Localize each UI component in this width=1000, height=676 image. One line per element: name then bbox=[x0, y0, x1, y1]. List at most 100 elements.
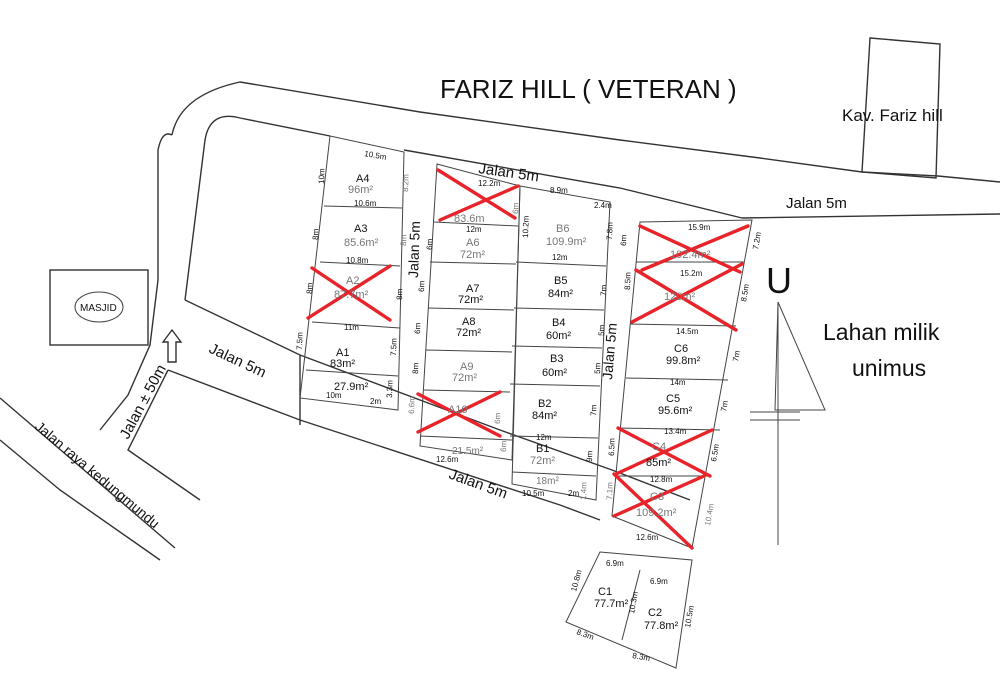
lot-id: A2 bbox=[346, 275, 359, 287]
lot-id: B2 bbox=[538, 398, 551, 410]
masjid-icon bbox=[74, 291, 124, 323]
dimension-label: 8.2m bbox=[401, 174, 411, 192]
lot-id: B6 bbox=[556, 223, 569, 235]
dimension-label: 8m bbox=[305, 282, 314, 294]
dimension-label: 7m bbox=[599, 284, 608, 296]
dimension-label: 6.5m bbox=[607, 438, 617, 456]
lot-id: A6 bbox=[466, 237, 479, 249]
lot-area: 95.6m² bbox=[658, 405, 693, 417]
dimension-label: 7m bbox=[731, 350, 742, 363]
dimension-label: 13.4m bbox=[664, 427, 687, 436]
dimension-label: 6m bbox=[499, 440, 508, 452]
dimension-label: 6.6m bbox=[407, 396, 417, 414]
lot-area: 83.6m bbox=[454, 213, 485, 225]
dimension-label: 9m bbox=[585, 450, 594, 462]
dimension-label: 15.2m bbox=[680, 269, 703, 278]
dimension-labels: 10.5m 10m 10.6m 8m 10.8m 8m 11m 7.5m 10m… bbox=[295, 149, 763, 663]
dimension-label: 7.5m bbox=[295, 332, 305, 350]
lot-area: 109.2m² bbox=[636, 507, 677, 519]
dimension-label: 10.8m bbox=[346, 256, 369, 265]
road-left-label: Jalan 5m bbox=[206, 340, 268, 381]
adjacent-land-label-1: Lahan milik bbox=[823, 319, 940, 345]
north-label: U bbox=[766, 260, 792, 301]
lot-area: 99.8m² bbox=[666, 355, 701, 367]
lot-id: A9 bbox=[460, 361, 473, 373]
dimension-label: 12m bbox=[552, 253, 568, 262]
dimension-label: 5m bbox=[597, 324, 606, 336]
dimension-label: 10.5m bbox=[522, 489, 545, 498]
lot-id: B4 bbox=[552, 317, 565, 329]
dimension-label: 14.5m bbox=[676, 327, 699, 336]
dimension-label: 3.3m bbox=[385, 380, 395, 398]
dimension-label: 10m bbox=[317, 168, 327, 184]
dimension-label: 12m bbox=[466, 225, 482, 234]
masjid-plot bbox=[49, 269, 149, 346]
lot-area: 96m² bbox=[348, 184, 373, 196]
dimension-label: 7.2m bbox=[751, 231, 763, 250]
adjacent-land-label-2: unimus bbox=[852, 355, 926, 381]
block-c bbox=[611, 219, 753, 549]
lot-area: 72m² bbox=[530, 455, 555, 467]
lot-id: B3 bbox=[550, 353, 563, 365]
dimension-label: 10.5m bbox=[364, 149, 388, 162]
dimension-label: 6m bbox=[493, 412, 502, 424]
dimension-label: 8m bbox=[395, 288, 404, 300]
dimension-label: 11m bbox=[344, 323, 359, 332]
dimension-label: 8m bbox=[411, 362, 420, 374]
lot-area: 83m² bbox=[330, 358, 355, 370]
dimension-label: 6m bbox=[425, 238, 434, 250]
lot-id: C2 bbox=[648, 607, 662, 619]
dimension-label: 1.4m bbox=[579, 482, 589, 500]
lot-id: C1 bbox=[598, 586, 612, 598]
dimension-label: 14m bbox=[670, 378, 686, 387]
lot-area: 102.4m² bbox=[670, 249, 711, 261]
dimension-label: 15.9m bbox=[688, 223, 711, 232]
dimension-label: 10.2m bbox=[521, 215, 531, 238]
dimension-label: 2m bbox=[370, 397, 381, 406]
dimension-label: 8.3m bbox=[575, 627, 595, 642]
kavling-label: Kav. Fariz hill bbox=[842, 106, 943, 125]
north-arrow-icon bbox=[774, 301, 826, 545]
road-outlines bbox=[0, 81, 1000, 561]
lot-id: A10 bbox=[448, 404, 468, 416]
kavling-box bbox=[861, 37, 941, 179]
lot-id: A1 bbox=[336, 347, 349, 359]
dimension-label: 7.1m bbox=[605, 482, 615, 500]
road-bottom-label: Jalan 5m bbox=[447, 466, 510, 503]
road-access-label: Jalan ± 50m bbox=[117, 362, 170, 442]
road-right-label: Jalan 5m bbox=[786, 195, 847, 212]
road-inner-a-label: Jalan 5m bbox=[405, 221, 423, 278]
block-a bbox=[299, 135, 405, 411]
lot-area: 27.9m² bbox=[334, 381, 369, 393]
lot-id: C3 bbox=[650, 491, 664, 503]
north-arrow-base bbox=[750, 411, 800, 421]
dimension-label: 8.5m bbox=[739, 283, 751, 302]
lot-area: 120m² bbox=[664, 291, 696, 303]
lot-area: 72m² bbox=[456, 327, 481, 339]
lot-area: 60m² bbox=[546, 330, 571, 342]
dimension-label: 5m bbox=[593, 362, 602, 374]
block-a-east bbox=[419, 163, 521, 461]
road-inner-b-label: Jalan 5m bbox=[599, 322, 620, 380]
dimension-label: 7m bbox=[719, 400, 730, 413]
lot-id: C6 bbox=[674, 343, 688, 355]
dimension-label: 6m bbox=[417, 280, 426, 292]
dimension-label: 6.9m bbox=[650, 577, 668, 586]
dimension-label: 10.5m bbox=[683, 605, 696, 629]
lot-area: 21.5m² bbox=[452, 446, 484, 457]
road-main-label: Jalan raya kedungmundu bbox=[32, 418, 163, 531]
lot-area: 77.8m² bbox=[644, 620, 679, 632]
lot-area: 84m² bbox=[548, 288, 573, 300]
dimension-label: 2m bbox=[568, 489, 579, 498]
dimension-label: 6.5m bbox=[709, 443, 721, 462]
dimension-label: 12.6m bbox=[436, 455, 459, 464]
masjid-label: MASJID bbox=[80, 303, 117, 314]
dimension-label: 10m bbox=[326, 391, 342, 400]
lot-area: 72m² bbox=[452, 372, 477, 384]
dimension-label: 8.9m bbox=[550, 186, 568, 195]
dimension-label: 2.4m bbox=[594, 201, 612, 210]
dimension-label: 6m bbox=[619, 234, 628, 246]
lot-id: C5 bbox=[666, 393, 680, 405]
dimension-label: 12.8m bbox=[650, 475, 673, 484]
